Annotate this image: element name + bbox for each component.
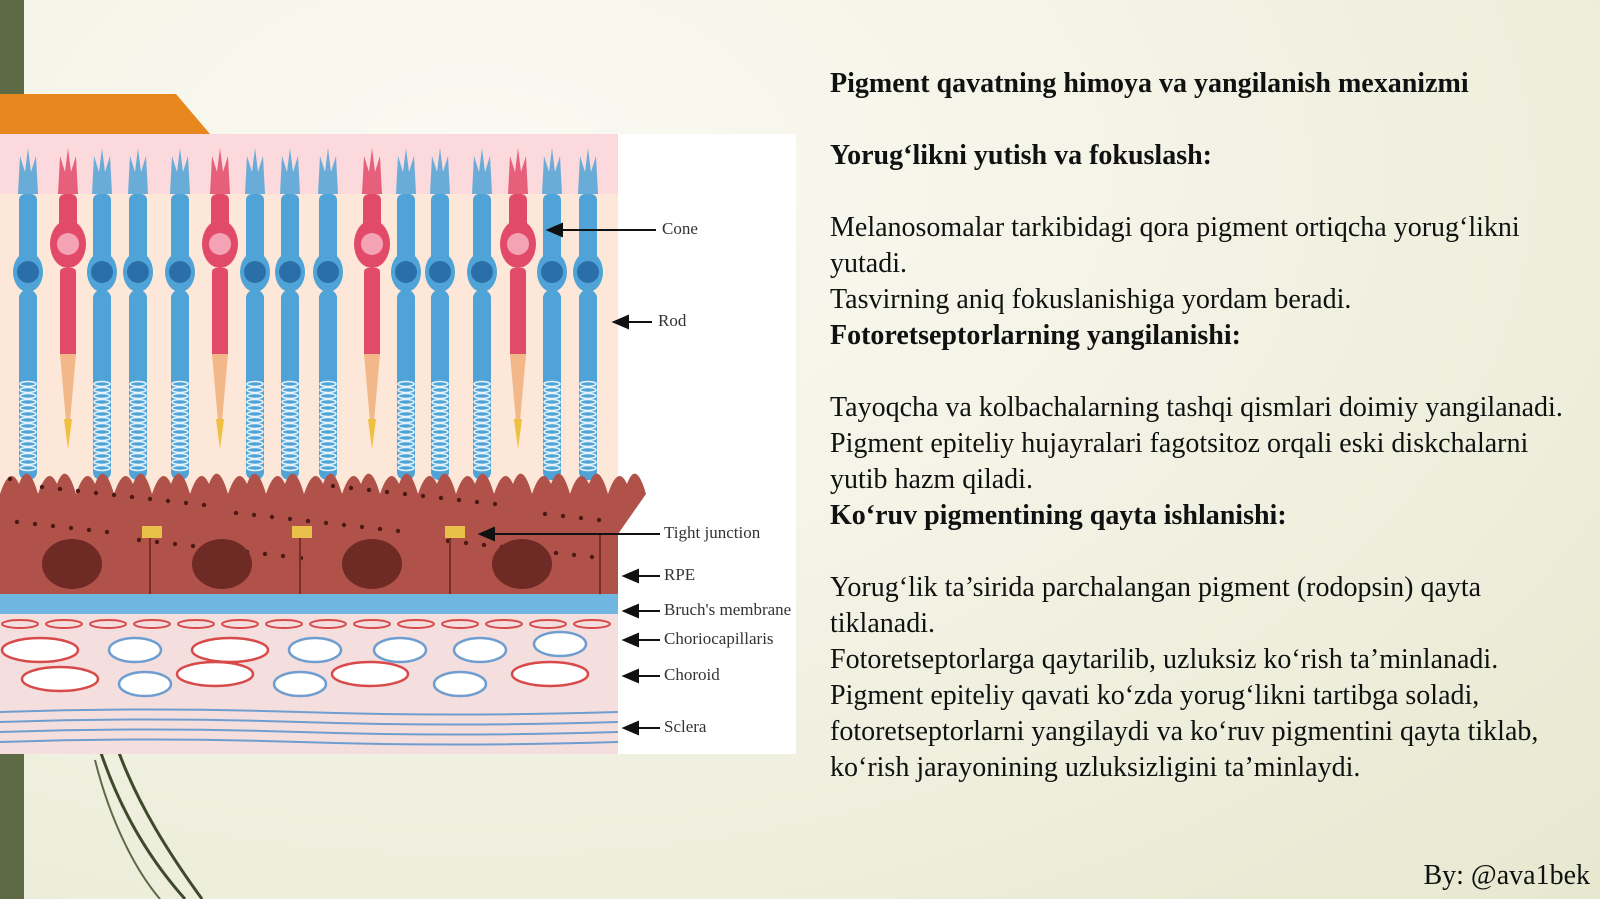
rod-cell — [87, 148, 117, 480]
label-choriocapillaris: Choriocapillaris — [664, 629, 774, 648]
slide-text: Pigment qavatning himoya va yangilanish … — [830, 66, 1590, 786]
rod-cell — [275, 148, 305, 480]
rod-cell — [391, 148, 421, 480]
rod-cell — [425, 148, 455, 480]
section-heading-3: Ko‘ruv pigmentining qayta ishlanishi: — [830, 500, 1287, 531]
section-heading-2: Fotoretseptorlarning yangilanishi: — [830, 320, 1241, 351]
section-3-line-1: Yorug‘lik ta’sirida parchalangan pigment… — [830, 572, 1482, 639]
label-rod: Rod — [658, 311, 687, 330]
rod-cell — [165, 148, 195, 480]
author-credit: By: @ava1bek — [1423, 860, 1590, 891]
label-bruch-membrane: Bruch's membrane — [664, 600, 791, 619]
section-1-line-1: Melanosomalar tarkibidagi qora pigment o… — [830, 212, 1520, 279]
label-cone: Cone — [662, 219, 698, 238]
cone-cell — [202, 148, 238, 449]
section-heading-1: Yorug‘likni yutish va fokuslash: — [830, 140, 1213, 171]
rod-cell — [467, 148, 497, 480]
label-tight-junction: Tight junction — [664, 523, 761, 542]
label-rpe: RPE — [664, 565, 695, 584]
rod-cell — [573, 148, 603, 480]
label-choroid: Choroid — [664, 665, 720, 684]
cone-cell — [50, 148, 86, 449]
cone-cell — [500, 148, 536, 449]
decorative-lines — [94, 750, 204, 899]
label-sclera: Sclera — [664, 717, 707, 736]
rod-cell — [313, 148, 343, 480]
rod-cell — [13, 148, 43, 480]
section-3-line-2: Fotoretseptorlarga qaytarilib, uzluksiz … — [830, 644, 1499, 675]
rod-cell — [123, 148, 153, 480]
section-2-line-2: Pigment epiteliy hujayralari fagotsitoz … — [830, 428, 1529, 495]
section-1-line-2: Tasvirning aniq fokuslanishiga yordam be… — [830, 284, 1352, 315]
orange-accent-tab — [0, 94, 210, 134]
retina-diagram: Cone Rod Tight junction RPE Bruch's memb… — [0, 134, 796, 754]
section-3-line-3: Pigment epiteliy qavati ko‘zda yorug‘lik… — [830, 680, 1539, 783]
rod-cell — [240, 148, 270, 480]
label-arrows — [477, 222, 660, 736]
section-2-line-1: Tayoqcha va kolbachalarning tashqi qisml… — [830, 392, 1563, 423]
slide-title: Pigment qavatning himoya va yangilanish … — [830, 68, 1469, 99]
cone-cell — [354, 148, 390, 449]
